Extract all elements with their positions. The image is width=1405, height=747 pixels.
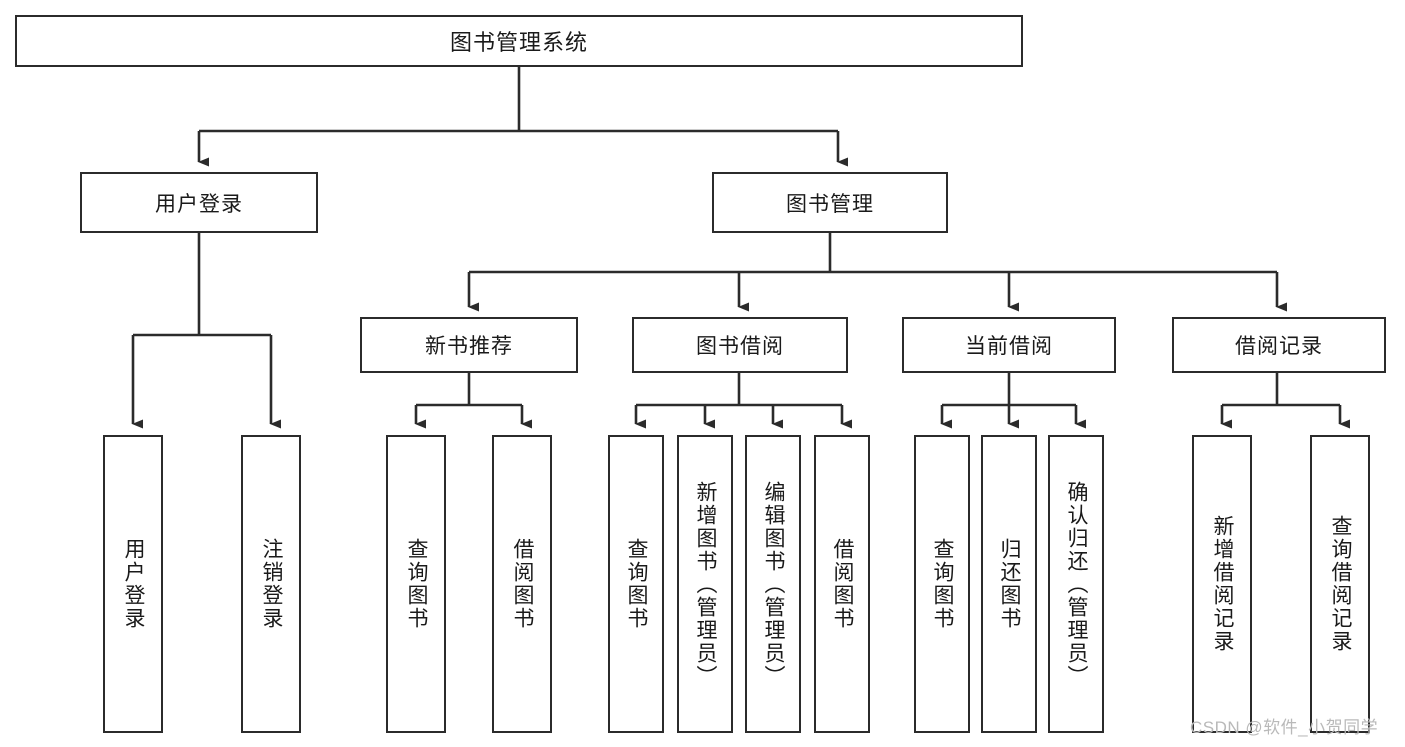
node-label: 新书推荐 [425, 335, 513, 358]
node-label: 查询图书 [404, 538, 428, 630]
node-label: 编辑图书（管理员） [761, 480, 785, 688]
node-label: 归还图书 [997, 538, 1021, 630]
node-root-system[interactable]: 图书管理系统 [15, 15, 1023, 67]
node-book-borrow[interactable]: 图书借阅 [632, 317, 848, 373]
leaf-query-book-recommend[interactable]: 查询图书 [386, 435, 446, 733]
node-label: 当前借阅 [965, 335, 1053, 358]
node-label: 新增图书（管理员） [693, 480, 717, 688]
node-label: 借阅图书 [510, 538, 534, 630]
leaf-borrow-book-recommend[interactable]: 借阅图书 [492, 435, 552, 733]
node-new-book-recommend[interactable]: 新书推荐 [360, 317, 578, 373]
leaf-return-book[interactable]: 归还图书 [981, 435, 1037, 733]
leaf-add-borrow-record[interactable]: 新增借阅记录 [1192, 435, 1252, 733]
node-current-borrow[interactable]: 当前借阅 [902, 317, 1116, 373]
leaf-logout[interactable]: 注销登录 [241, 435, 301, 733]
node-label: 查询图书 [624, 538, 648, 630]
node-label: 确认归还（管理员） [1064, 480, 1088, 688]
node-label: 用户登录 [121, 538, 145, 630]
node-label: 新增借阅记录 [1210, 515, 1234, 653]
leaf-query-book-current[interactable]: 查询图书 [914, 435, 970, 733]
node-label: 查询图书 [930, 538, 954, 630]
node-label: 注销登录 [259, 538, 283, 630]
node-borrow-record[interactable]: 借阅记录 [1172, 317, 1386, 373]
leaf-add-book-admin[interactable]: 新增图书（管理员） [677, 435, 733, 733]
node-label: 图书借阅 [696, 335, 784, 358]
node-label: 借阅记录 [1235, 335, 1323, 358]
node-label: 查询借阅记录 [1328, 515, 1352, 653]
leaf-borrow-book[interactable]: 借阅图书 [814, 435, 870, 733]
leaf-edit-book-admin[interactable]: 编辑图书（管理员） [745, 435, 801, 733]
node-label: 图书管理 [786, 192, 874, 216]
node-book-management[interactable]: 图书管理 [712, 172, 948, 233]
leaf-query-book-borrow[interactable]: 查询图书 [608, 435, 664, 733]
leaf-confirm-return-admin[interactable]: 确认归还（管理员） [1048, 435, 1104, 733]
node-user-login[interactable]: 用户登录 [80, 172, 318, 233]
node-label: 图书管理系统 [449, 30, 588, 55]
node-label: 借阅图书 [830, 538, 854, 630]
leaf-query-borrow-record[interactable]: 查询借阅记录 [1310, 435, 1370, 733]
leaf-user-login[interactable]: 用户登录 [103, 435, 163, 733]
node-label: 用户登录 [155, 192, 243, 216]
